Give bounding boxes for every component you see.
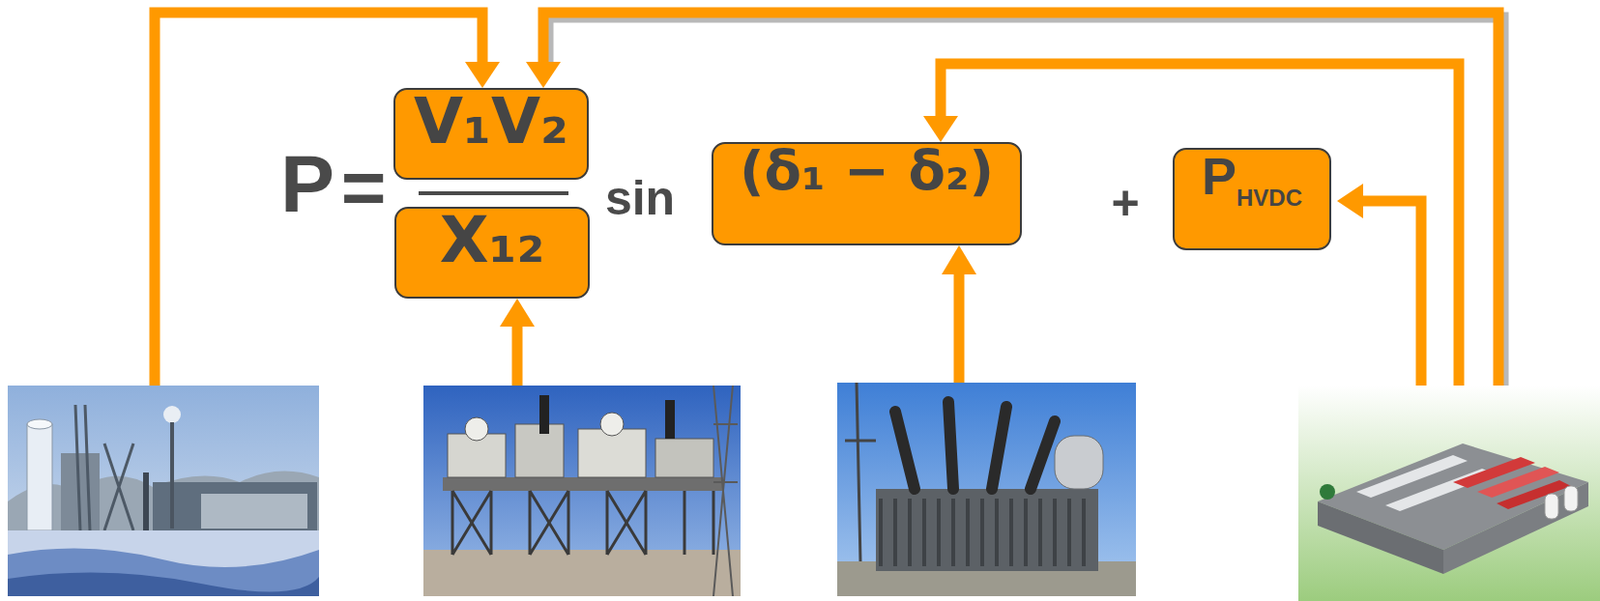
- term-text: X₁₂: [439, 208, 546, 273]
- converter-station-rendering: [1298, 385, 1600, 601]
- term-text: P: [1201, 149, 1237, 203]
- arrowheads: [465, 61, 1364, 327]
- transformer-photo: [837, 382, 1136, 597]
- equals-sign: =: [341, 148, 387, 227]
- reactance-term: X₁₂: [394, 206, 590, 299]
- station-photo: [7, 385, 320, 597]
- sine-function: sin: [605, 174, 675, 223]
- substation-photo: [423, 385, 741, 597]
- term-text: V₁V₂: [413, 89, 569, 154]
- term-text: (δ₁ − δ₂): [739, 144, 994, 199]
- fraction-bar: [418, 191, 569, 196]
- plus-sign: +: [1110, 178, 1139, 228]
- angle-term: (δ₁ − δ₂): [711, 142, 1022, 246]
- numerator-term: V₁V₂: [393, 87, 589, 180]
- influence-arrows: [154, 12, 1504, 386]
- hvdc-term: PHVDC: [1172, 147, 1332, 251]
- power-symbol: P: [280, 143, 335, 225]
- term-subscript: HVDC: [1236, 186, 1303, 210]
